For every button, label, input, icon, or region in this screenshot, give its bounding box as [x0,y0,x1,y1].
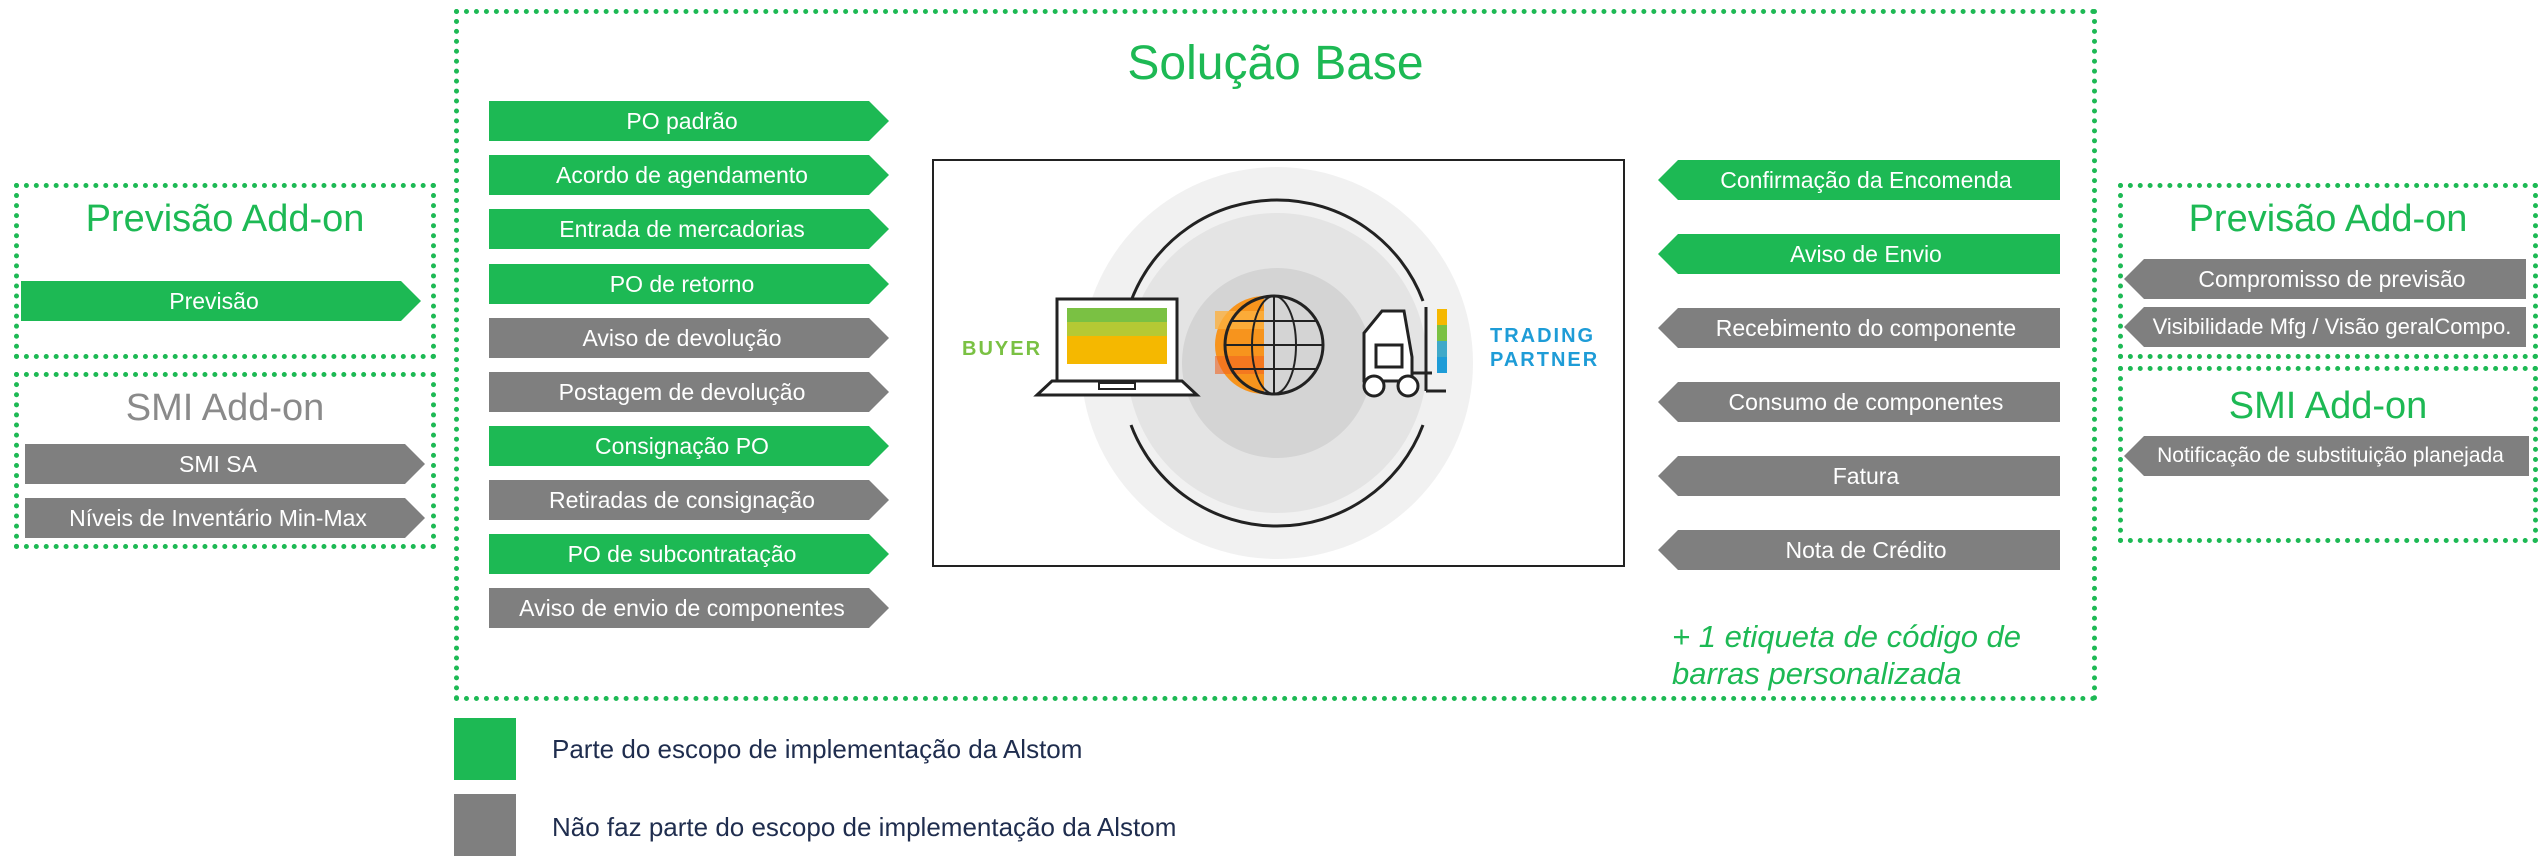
right-smi-title: SMI Add-on [2228,385,2428,427]
tag-consignacao-po: Consignação PO [489,426,889,466]
tag-visibilidade-mfg: Visibilidade Mfg / Visão geralCompo. [2124,307,2526,347]
right-forecast-addon-box: Previsão Add-on [2118,183,2538,359]
tag-entrada-mercadorias: Entrada de mercadorias [489,209,889,249]
illustration-graphic: BUYER TRADING PARTNER [962,167,1599,559]
left-smi-title: SMI Add-on [125,387,325,429]
right-forecast-title: Previsão Add-on [2188,198,2468,240]
tag-po-padrao: PO padrão [489,101,889,141]
tag-fatura: Fatura [1658,456,2060,496]
partner-label: PARTNER [1490,349,1599,371]
forklift-icon [1362,307,1447,398]
legend-label-in-scope: Parte do escopo de implementação da Alst… [552,734,1083,764]
base-solution-title: Solução Base [1127,37,1424,90]
tag-smi-sa: SMI SA [25,444,425,484]
globe-icon [1215,294,1325,396]
barcode-label-note: + 1 etiqueta de código de barras persona… [1672,619,2022,691]
tag-notificacao-substituicao: Notificação de substituição planejada [2124,436,2529,476]
tag-po-retorno: PO de retorno [489,264,889,304]
tag-aviso-envio: Aviso de Envio [1658,234,2060,274]
tag-compromisso-previsao: Compromisso de previsão [2124,259,2526,299]
tag-postagem-devolucao: Postagem de devolução [489,372,889,412]
tag-retiradas-consignacao: Retiradas de consignação [489,480,889,520]
tag-aviso-envio-componentes: Aviso de envio de componentes [489,588,889,628]
laptop-icon [1033,297,1201,397]
left-forecast-addon-box: Previsão Add-on [14,183,436,359]
tag-previsao: Previsão [21,281,421,321]
left-forecast-title: Previsão Add-on [85,198,365,240]
tag-confirmacao-encomenda: Confirmação da Encomenda [1658,160,2060,200]
base-solution-box: Solução Base [454,9,2097,701]
tag-nota-credito: Nota de Crédito [1658,530,2060,570]
left-smi-addon-box: SMI Add-on [14,372,436,549]
tag-po-subcontratacao: PO de subcontratação [489,534,889,574]
tag-acordo-agendamento: Acordo de agendamento [489,155,889,195]
tag-aviso-devolucao: Aviso de devolução [489,318,889,358]
trading-label: TRADING [1490,325,1595,347]
legend-label-out-scope: Não faz parte do escopo de implementação… [552,812,1177,842]
buyer-label: BUYER [962,338,1042,360]
legend-swatch-in-scope [454,718,516,780]
tag-niveis-inventario: Níveis de Inventário Min-Max [25,498,425,538]
right-smi-addon-box: SMI Add-on [2118,366,2538,543]
tag-consumo-componentes: Consumo de componentes [1658,382,2060,422]
tag-recebimento-componente: Recebimento do componente [1658,308,2060,348]
legend-swatch-out-scope [454,794,516,856]
buyer-partner-illustration: BUYER TRADING PARTNER [932,159,1625,567]
